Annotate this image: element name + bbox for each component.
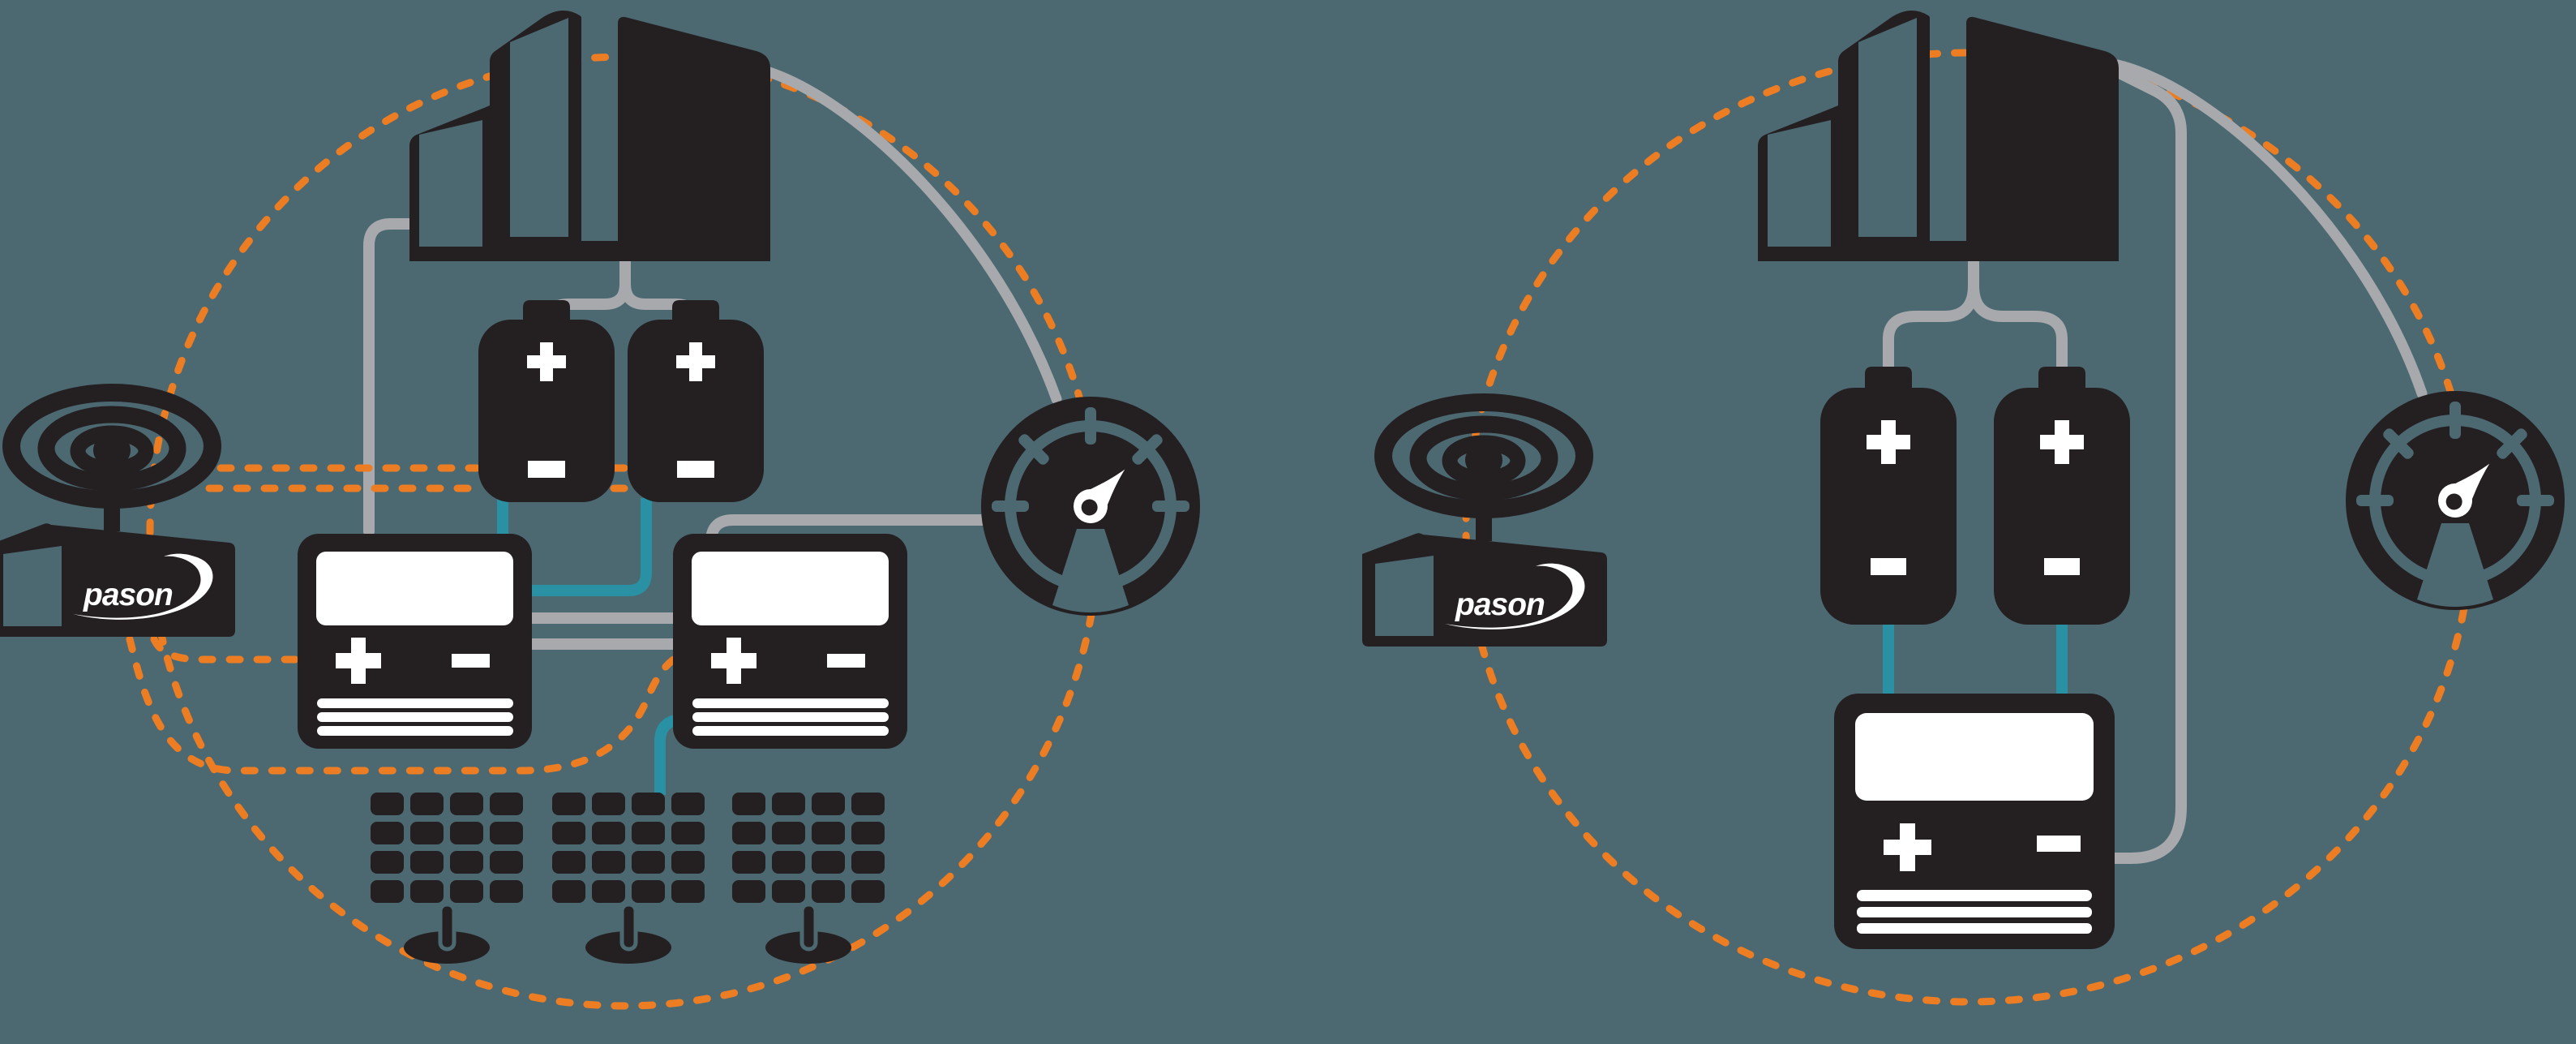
radio-shack-icon: [1362, 402, 1607, 647]
gauge-icon: [981, 397, 1200, 616]
cable-building-to-controller-1: [363, 218, 421, 537]
battery-icon-1: [478, 300, 615, 502]
buildings-icon: [1758, 10, 2119, 261]
diagram-standard-system: [1362, 10, 2565, 1006]
solar-panel-icon-1: [371, 793, 523, 964]
buildings-icon: [409, 10, 770, 261]
cable-building-to-battery-1: [1883, 252, 1979, 380]
battery-icon-2: [628, 300, 764, 502]
battery-icon-2: [1994, 367, 2130, 625]
cable-building-to-controller: [2107, 66, 2187, 864]
wireless-link-group: [126, 464, 679, 775]
wireless-radio-to-controller-2: [126, 635, 679, 775]
dc-battery-2-to-controller-1: [531, 498, 652, 596]
charge-controller-icon-1: [298, 534, 532, 749]
radio-shack-icon: [0, 393, 235, 637]
diagram-solar-hybrid-system: [0, 10, 1200, 1010]
cable-building-to-gauge-arc: [2112, 59, 2428, 399]
cable-group: [1883, 59, 2428, 864]
cable-building-to-gauge-arc: [761, 66, 1062, 405]
cable-building-to-battery-2: [1968, 280, 2068, 380]
dc-line-group: [1883, 623, 2068, 696]
solar-panel-icon-3: [732, 793, 885, 964]
battery-icon-1: [1820, 367, 1957, 625]
charge-controller-icon-2: [673, 534, 907, 749]
charge-controller-icon: [1834, 694, 2115, 949]
gauge-icon: [2346, 391, 2565, 610]
wireless-radio-to-controller-1: [150, 635, 302, 664]
dc-line-group: [497, 498, 677, 795]
solar-panel-icon-2: [552, 793, 705, 964]
dc-solar-to-controller-2: [654, 715, 677, 795]
